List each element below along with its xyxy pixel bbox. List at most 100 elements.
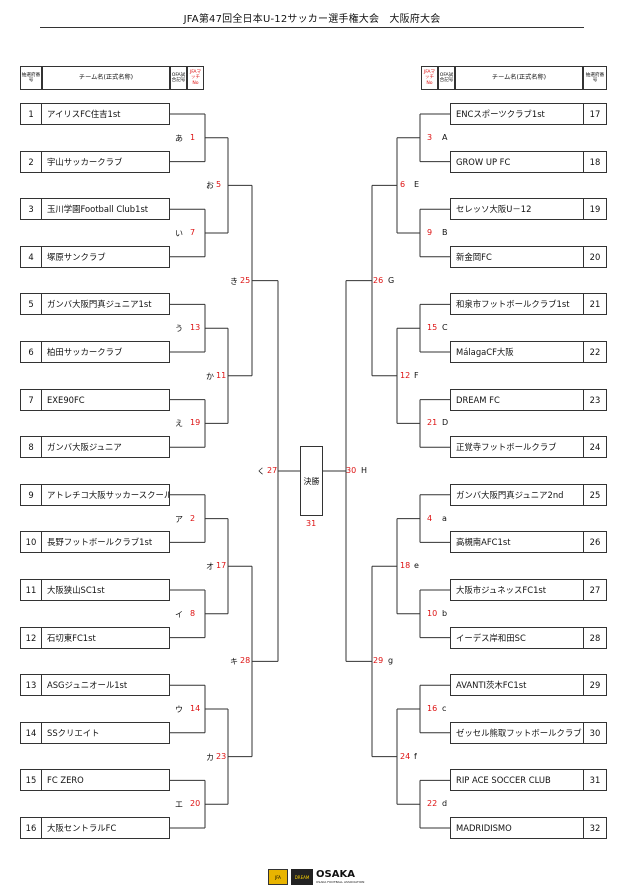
final-box: 決勝 — [300, 446, 323, 516]
match-code: カ — [206, 752, 214, 762]
team-name: RIP ACE SOCCER CLUB — [450, 769, 584, 792]
team-number: 22 — [583, 341, 607, 363]
team-name: セレッソ大阪U－12 — [450, 198, 584, 221]
match-number: 25 — [240, 275, 251, 285]
final-match-number: 31 — [306, 519, 317, 528]
match-code: イ — [175, 609, 183, 619]
team-name: DREAM FC — [450, 388, 584, 411]
team-name: 高槻南AFC1st — [450, 531, 584, 554]
match-number: 4 — [427, 513, 433, 523]
team-number: 16 — [20, 817, 42, 839]
match-code: あ — [175, 133, 183, 143]
header-ofa-code-right: OFA試合記号 — [438, 66, 455, 90]
match-code: c — [442, 704, 447, 713]
match-number: 29 — [373, 656, 384, 666]
match-code: か — [206, 371, 214, 381]
logo-group: JFA DREAM OSAKA OSAKA FOOTBALL ASSOCIATI… — [268, 868, 364, 886]
osaka-fa-logo: OSAKA OSAKA FOOTBALL ASSOCIATION — [316, 869, 365, 885]
match-number: 18 — [400, 561, 411, 571]
match-number: 26 — [373, 275, 384, 285]
team-number: 12 — [20, 626, 42, 649]
team-name: MálagaCF大阪 — [450, 341, 584, 363]
match-code: ウ — [175, 705, 183, 714]
match-code: f — [414, 751, 417, 761]
title-underline — [40, 27, 584, 28]
match-code: e — [414, 561, 419, 571]
team-number: 14 — [20, 721, 42, 744]
match-number: 8 — [190, 608, 196, 618]
team-number: 28 — [583, 626, 607, 649]
team-name: GROW UP FC — [450, 150, 584, 173]
team-name: 塚原サンクラブ — [41, 245, 170, 268]
osaka-logo-text: OSAKA — [316, 869, 355, 880]
match-code: C — [442, 323, 448, 333]
match-number: 27 — [267, 466, 278, 475]
team-name: ガンバ大阪門真ジュニア2nd — [450, 483, 584, 506]
match-code: F — [414, 370, 419, 380]
osaka-logo-subtext: OSAKA FOOTBALL ASSOCIATION — [316, 880, 365, 884]
match-number: 12 — [400, 370, 411, 380]
team-number: 10 — [20, 531, 42, 554]
team-number: 18 — [583, 150, 607, 173]
team-name: 和泉市フットボールクラブ1st — [450, 293, 584, 316]
match-number: 16 — [427, 704, 438, 713]
team-number: 29 — [583, 674, 607, 697]
match-number: 19 — [190, 418, 201, 428]
match-code: H — [361, 466, 368, 475]
team-number: 13 — [20, 674, 42, 697]
team-name: 大阪市ジュネッスFC1st — [450, 579, 584, 601]
match-number: 24 — [400, 751, 411, 761]
match-number: 22 — [427, 799, 438, 809]
match-number: 14 — [190, 704, 201, 713]
team-name: 大阪セントラルFC — [41, 817, 170, 839]
page-title: JFA第47回全日本U-12サッカー選手権大会 大阪府大会 — [183, 14, 441, 25]
team-name: 柏田サッカークラブ — [41, 341, 170, 363]
team-number: 3 — [20, 198, 42, 221]
match-number: 23 — [216, 751, 227, 761]
match-number: 7 — [190, 228, 196, 237]
team-number: 19 — [583, 198, 607, 221]
team-name: アトレチコ大阪サッカースクール — [41, 483, 170, 506]
team-number: 25 — [583, 483, 607, 506]
match-number: 30 — [346, 466, 357, 475]
team-name: 新金岡FC — [450, 245, 584, 268]
match-number: 2 — [190, 513, 196, 523]
match-code: い — [175, 229, 183, 238]
match-code: E — [414, 180, 420, 190]
team-name: ゼッセル熊取フットボールクラブ — [450, 721, 584, 744]
team-number: 17 — [583, 103, 607, 125]
team-name: 長野フットボールクラブ1st — [41, 531, 170, 554]
header-team-name-right: チーム名(正式名称) — [455, 66, 583, 90]
match-code: a — [442, 513, 447, 523]
match-code: g — [388, 656, 394, 666]
team-number: 32 — [583, 817, 607, 839]
match-code: B — [442, 228, 448, 237]
team-number: 9 — [20, 483, 42, 506]
team-name: SSクリエイト — [41, 721, 170, 744]
header-team-name: チーム名(正式名称) — [42, 66, 170, 90]
team-number: 26 — [583, 531, 607, 554]
header-jfa-match-no-right: JFAマッチNo — [421, 66, 438, 90]
match-number: 15 — [427, 323, 438, 333]
dream-logo: DREAM — [291, 869, 313, 885]
team-number: 15 — [20, 769, 42, 792]
header-jfa-match-no: JFAマッチNo — [187, 66, 204, 90]
match-code: G — [388, 275, 395, 285]
team-number: 6 — [20, 341, 42, 363]
team-number: 27 — [583, 579, 607, 601]
team-number: 2 — [20, 150, 42, 173]
team-number: 5 — [20, 293, 42, 316]
match-number: 3 — [427, 132, 433, 142]
match-number: 5 — [216, 180, 222, 190]
team-number: 7 — [20, 388, 42, 411]
match-number: 21 — [427, 418, 438, 428]
team-name: 石切東FC1st — [41, 626, 170, 649]
match-number: 17 — [216, 561, 227, 571]
match-number: 10 — [427, 608, 438, 618]
match-number: 20 — [190, 799, 201, 809]
header-pref-number: 抽選府番号 — [20, 66, 42, 90]
header-pref-number-right: 抽選府番号 — [583, 66, 607, 90]
team-name: 大阪狭山SC1st — [41, 579, 170, 601]
team-name: AVANTI茨木FC1st — [450, 674, 584, 697]
